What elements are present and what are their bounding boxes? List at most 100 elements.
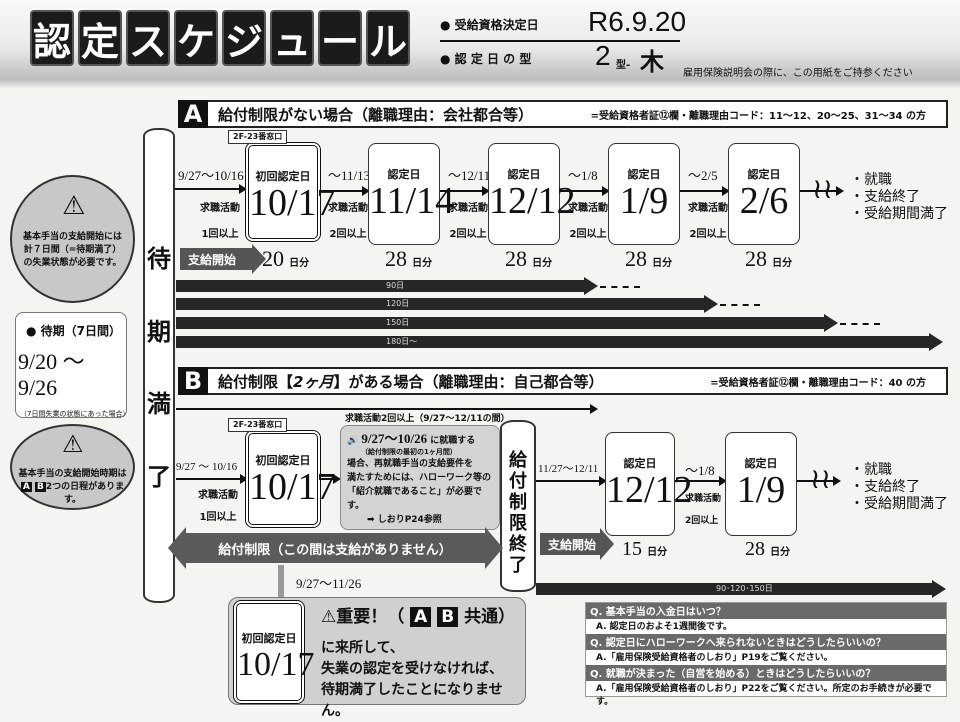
arrow: [176, 474, 248, 484]
info-text: に就職する: [430, 436, 476, 446]
badge-b: B: [34, 482, 46, 492]
pillar-char: 給: [509, 450, 527, 471]
pillar-char: 満: [147, 390, 171, 419]
faq-question: Q. 就職が決まった（自営を始める）ときはどうしたらいいの？: [586, 665, 946, 681]
header-note: 雇用保険説明会の際に、この用紙をご持参ください: [683, 68, 913, 79]
arrow: [175, 184, 247, 194]
outcome: ・就職: [850, 462, 892, 478]
wait-title: ● 待期（7日間）: [26, 324, 121, 338]
duration-bar-180: 180日～: [176, 333, 943, 351]
section-letter: A: [178, 100, 208, 128]
arrow-head-right: [485, 527, 503, 569]
section-note: =受給資格者証⑫欄・離職理由コード：40 の方: [710, 377, 926, 389]
days-label: 20 日分: [262, 246, 309, 272]
arrow: [800, 186, 844, 196]
break-icon: ≀≀: [810, 462, 831, 495]
box-label: 認定日: [627, 168, 661, 181]
arrow-icon: ➡: [367, 515, 375, 525]
wait-dates: 9/20 ～ 9/26: [18, 349, 85, 400]
box-date: 1/9: [736, 469, 786, 511]
arrow: [797, 476, 841, 486]
days-value: 28: [385, 246, 407, 271]
speaker-icon: 🔊: [347, 436, 359, 446]
wait-note: （7日間失業の状態にあった場合）: [20, 410, 130, 418]
arrow: [321, 474, 341, 484]
warning-icon: ⚠: [62, 430, 84, 458]
activity-count: 2回以上: [689, 229, 727, 240]
activity: 求職活動 2回以上: [568, 196, 608, 248]
arrow: [536, 476, 607, 486]
notice-text: 2つの日程があります。: [45, 482, 125, 505]
restriction-end-pillar: 給付制限終了: [500, 420, 536, 592]
title-text: 重要！（: [336, 607, 405, 627]
pillar-char: 了: [147, 463, 171, 492]
period-label: 9/27 ～ 10/16: [176, 461, 238, 473]
body-line: に来所して、: [321, 640, 404, 656]
wait-period-box: ● 待期（7日間） 9/20 ～ 9/26 （7日間失業の状態にあった場合）: [15, 312, 130, 418]
box-label: 認定日: [623, 457, 657, 470]
pillar-char: 終: [509, 534, 527, 555]
activity-count: 1回以上: [199, 512, 237, 523]
activity: 求職活動 2回以上: [328, 196, 368, 248]
activity-label: 求職活動: [328, 203, 368, 214]
period-label: 11/27～12/11: [538, 463, 599, 475]
bar-label: 180日～: [386, 337, 418, 346]
section-title: 給付制限【2ヶ月】がある場合（離職理由：自己都合等）: [218, 371, 603, 392]
title-text: 共通）: [464, 607, 516, 627]
activity-count: 2回以上: [685, 516, 719, 526]
period-label: ～11/13: [328, 168, 371, 183]
box-date: 10/17: [249, 182, 336, 224]
period-label: ～12/11: [448, 168, 491, 183]
info-ref: しおりP24参照: [377, 515, 442, 525]
bar-label: 120日: [386, 299, 410, 308]
faq-question: Q. 基本手当の入金日はいつ？: [586, 603, 946, 619]
pillar-char: 付: [509, 471, 527, 492]
section-letter: B: [178, 367, 208, 395]
activity-label: 求職活動: [198, 490, 238, 501]
restriction-double-arrow: 給付制限（この間は支給がありません）: [185, 533, 485, 563]
box-date: 10/17: [237, 646, 315, 683]
box-date: 2/6: [739, 180, 789, 222]
days-value: 28: [625, 246, 647, 271]
pillar-char: 制: [509, 492, 527, 513]
days-unit: 日分: [532, 258, 553, 269]
important-title: ⚠重要！（ A B 共通）: [321, 602, 515, 627]
box-label: 認定日: [747, 168, 781, 181]
section-a-header: A 給付制限がない場合（離職理由：会社都合等） =受給資格者証⑫欄・離職理由コー…: [178, 100, 948, 128]
box-date: 12/12: [489, 180, 576, 222]
window-sign: 2F-23番窓口: [228, 130, 288, 144]
info-sub: （給付制限の最初の1ヶ月間）: [361, 448, 457, 456]
body-line: 待期満了したことになりません。: [321, 682, 503, 719]
pillar-char: 待: [147, 244, 171, 273]
days-unit: 日分: [772, 258, 793, 269]
section-note: =受給資格者証⑫欄・離職理由コード：11～12、20～25、31～34 の方: [590, 110, 926, 122]
activity-label: 求職活動: [568, 203, 608, 214]
faq-answer: A.「雇用保険受給資格者のしおり」P22をご覧ください。所定のお手続きが必要です…: [586, 681, 946, 707]
weekday: 木: [640, 48, 664, 76]
period-label: ～2/5: [688, 168, 718, 183]
bar-label: 90･120･150日: [716, 584, 773, 593]
title-char: ジ: [222, 10, 266, 66]
activity-count: 2回以上: [449, 229, 487, 240]
warning-icon: ⚠: [321, 607, 337, 627]
wait-complete-pillar: 待期満了: [143, 128, 175, 603]
arrow: [440, 186, 490, 196]
activity-count: 2回以上: [569, 229, 607, 240]
days-value: 28: [745, 246, 767, 271]
duration-bar-90: 90日: [176, 277, 598, 295]
activity-label: 求職活動: [200, 203, 240, 214]
notice-wait-ellipse: ⚠基本手当の支給開始には計７日間（=待期満了）の失業状態が必要です。: [10, 175, 135, 303]
title-char: ル: [366, 10, 410, 66]
decision-label: ● 受給資格決定日: [440, 18, 539, 32]
break-icon: ≀≀: [812, 172, 833, 205]
notice-text: 基本手当の支給開始には計７日間（=待期満了）の失業状態が必要です。: [22, 232, 122, 268]
activity-count: 2回以上: [329, 229, 367, 240]
title-char: 認: [30, 10, 74, 66]
arrow-head-left: [168, 527, 186, 569]
activity-note: 求職活動2回以上（9/27～12/11の間）: [345, 414, 510, 424]
